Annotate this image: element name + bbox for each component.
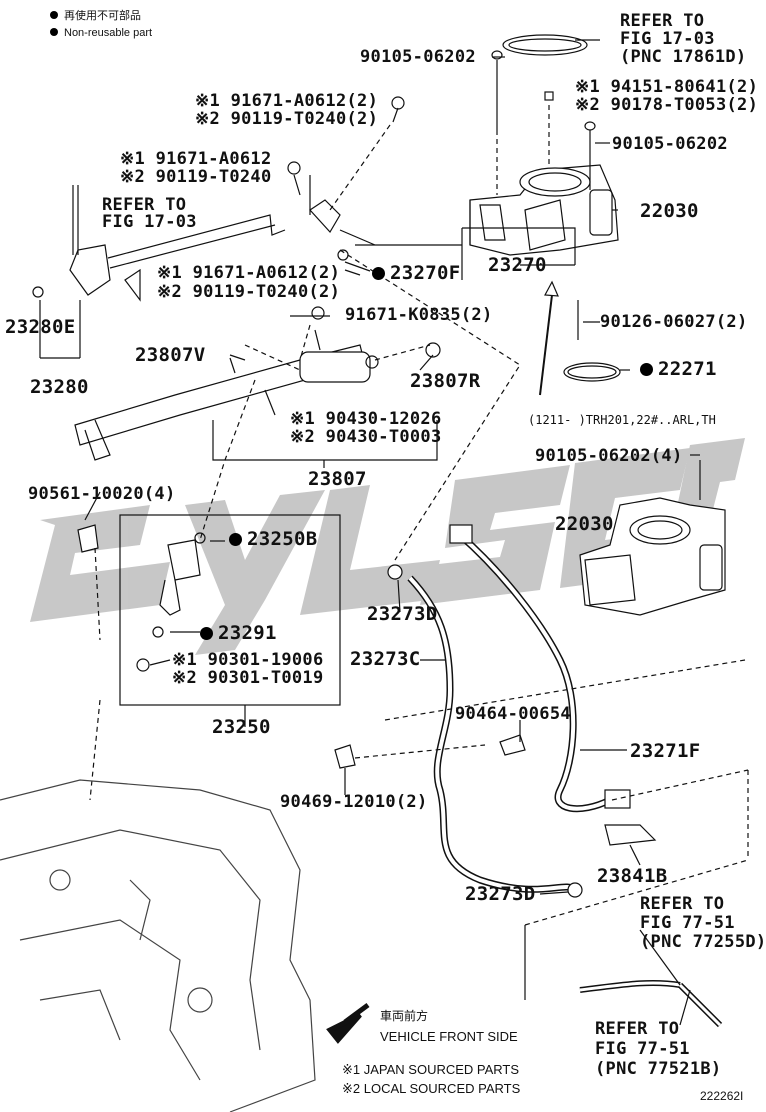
legend-cn: 再使用不可部品 (50, 10, 141, 23)
part-90119-T0240-2-mid[interactable]: ※2 90119-T0240(2) (157, 282, 341, 302)
part-22271[interactable]: 22271 (640, 358, 717, 380)
part-90105-06202-top[interactable]: 90105-06202 (360, 47, 476, 67)
variant-note: (1211- )TRH201,22#..ARL,TH (528, 413, 716, 427)
ref-fig-77-51-a-2[interactable]: FIG 77-51 (640, 913, 735, 933)
part-23250B-text: 23250B (247, 528, 318, 550)
ref-fig-77-51-b-1[interactable]: REFER TO (595, 1019, 680, 1039)
part-90430-T0003[interactable]: ※2 90430-T0003 (290, 427, 442, 447)
ref-fig-17-03-top-2[interactable]: FIG 17-03 (620, 29, 715, 49)
part-23807V[interactable]: 23807V (135, 344, 206, 366)
part-90561-10020[interactable]: 90561-10020(4) (28, 484, 176, 504)
ref-fig-17-03-top-1[interactable]: REFER TO (620, 11, 705, 31)
part-23807R[interactable]: 23807R (410, 370, 481, 392)
part-90301-19006-text: ※1 90301-19006 (172, 650, 324, 670)
part-90469-12010[interactable]: 90469-12010(2) (280, 792, 428, 812)
part-23270F-text: 23270F (390, 262, 461, 284)
vehicle-front-en: VEHICLE FRONT SIDE (380, 1029, 518, 1044)
part-94151-80641[interactable]: ※1 94151-80641(2) (575, 77, 759, 97)
part-23250B[interactable]: 23250B (229, 528, 318, 550)
part-23273D-b[interactable]: 23273D (465, 883, 536, 905)
part-23273C[interactable]: 23273C (350, 648, 421, 670)
part-22030-b[interactable]: 22030 (555, 513, 614, 535)
ref-fig-17-03-left-2[interactable]: FIG 17-03 (102, 212, 197, 232)
ref-fig-77-51-a-3[interactable]: (PNC 77255D) (640, 932, 766, 952)
ref-fig-77-51-a-1[interactable]: REFER TO (640, 894, 725, 914)
part-23280E[interactable]: 23280E (5, 316, 76, 338)
part-91671-K0835[interactable]: 91671-K0835(2) (345, 305, 493, 325)
part-91671-A0612-2-mid[interactable]: ※1 91671-A0612(2) (157, 263, 341, 283)
part-23807[interactable]: 23807 (308, 468, 367, 490)
ref-fig-17-03-left-1[interactable]: REFER TO (102, 195, 187, 215)
part-23291[interactable]: 23291 (200, 622, 277, 644)
part-90430-12026[interactable]: ※1 90430-12026 (290, 409, 442, 429)
part-23280[interactable]: 23280 (30, 376, 89, 398)
part-91671-A0612-2-top[interactable]: ※1 91671-A0612(2) (195, 91, 379, 111)
part-22030-a[interactable]: 22030 (640, 200, 699, 222)
part-23271F[interactable]: 23271F (630, 740, 701, 762)
ref-fig-77-51-b-3[interactable]: (PNC 77521B) (595, 1059, 722, 1079)
part-90301-19006[interactable]: ※1 90301-19006 (172, 651, 324, 669)
part-23270F[interactable]: 23270F (372, 262, 461, 284)
diagram-id: 222262I (700, 1089, 744, 1103)
part-90301-T0019-text: ※2 90301-T0019 (172, 668, 324, 688)
part-90464-00654[interactable]: 90464-00654 (455, 704, 571, 724)
part-23841B[interactable]: 23841B (597, 865, 668, 887)
note-local-sourced: ※2 LOCAL SOURCED PARTS (342, 1081, 521, 1096)
vehicle-front-arrow (326, 1002, 370, 1044)
part-90301-T0019[interactable]: ※2 90301-T0019 (172, 669, 324, 687)
part-90105-06202-4[interactable]: 90105-06202(4) (535, 446, 683, 466)
part-90119-T0240[interactable]: ※2 90119-T0240 (120, 167, 272, 187)
legend-en: Non-reusable part (50, 27, 152, 40)
ref-fig-17-03-top-3[interactable]: (PNC 17861D) (620, 47, 747, 67)
vehicle-front-cn: 車両前方 (380, 1009, 429, 1023)
part-91671-A0612[interactable]: ※1 91671-A0612 (120, 149, 272, 169)
part-22271-text: 22271 (658, 358, 717, 380)
part-90119-T0240-2-top[interactable]: ※2 90119-T0240(2) (195, 109, 379, 129)
part-23291-text: 23291 (218, 622, 277, 644)
ref-fig-77-51-b-2[interactable]: FIG 77-51 (595, 1039, 690, 1059)
part-23273D-a[interactable]: 23273D (367, 603, 438, 625)
part-90126-06027[interactable]: 90126-06027(2) (600, 312, 748, 332)
part-90105-06202-mid[interactable]: 90105-06202 (612, 134, 728, 154)
part-23270[interactable]: 23270 (488, 254, 547, 276)
part-23250[interactable]: 23250 (212, 716, 271, 738)
note-japan-sourced: ※1 JAPAN SOURCED PARTS (342, 1062, 520, 1077)
part-90178-T0053[interactable]: ※2 90178-T0053(2) (575, 95, 759, 115)
